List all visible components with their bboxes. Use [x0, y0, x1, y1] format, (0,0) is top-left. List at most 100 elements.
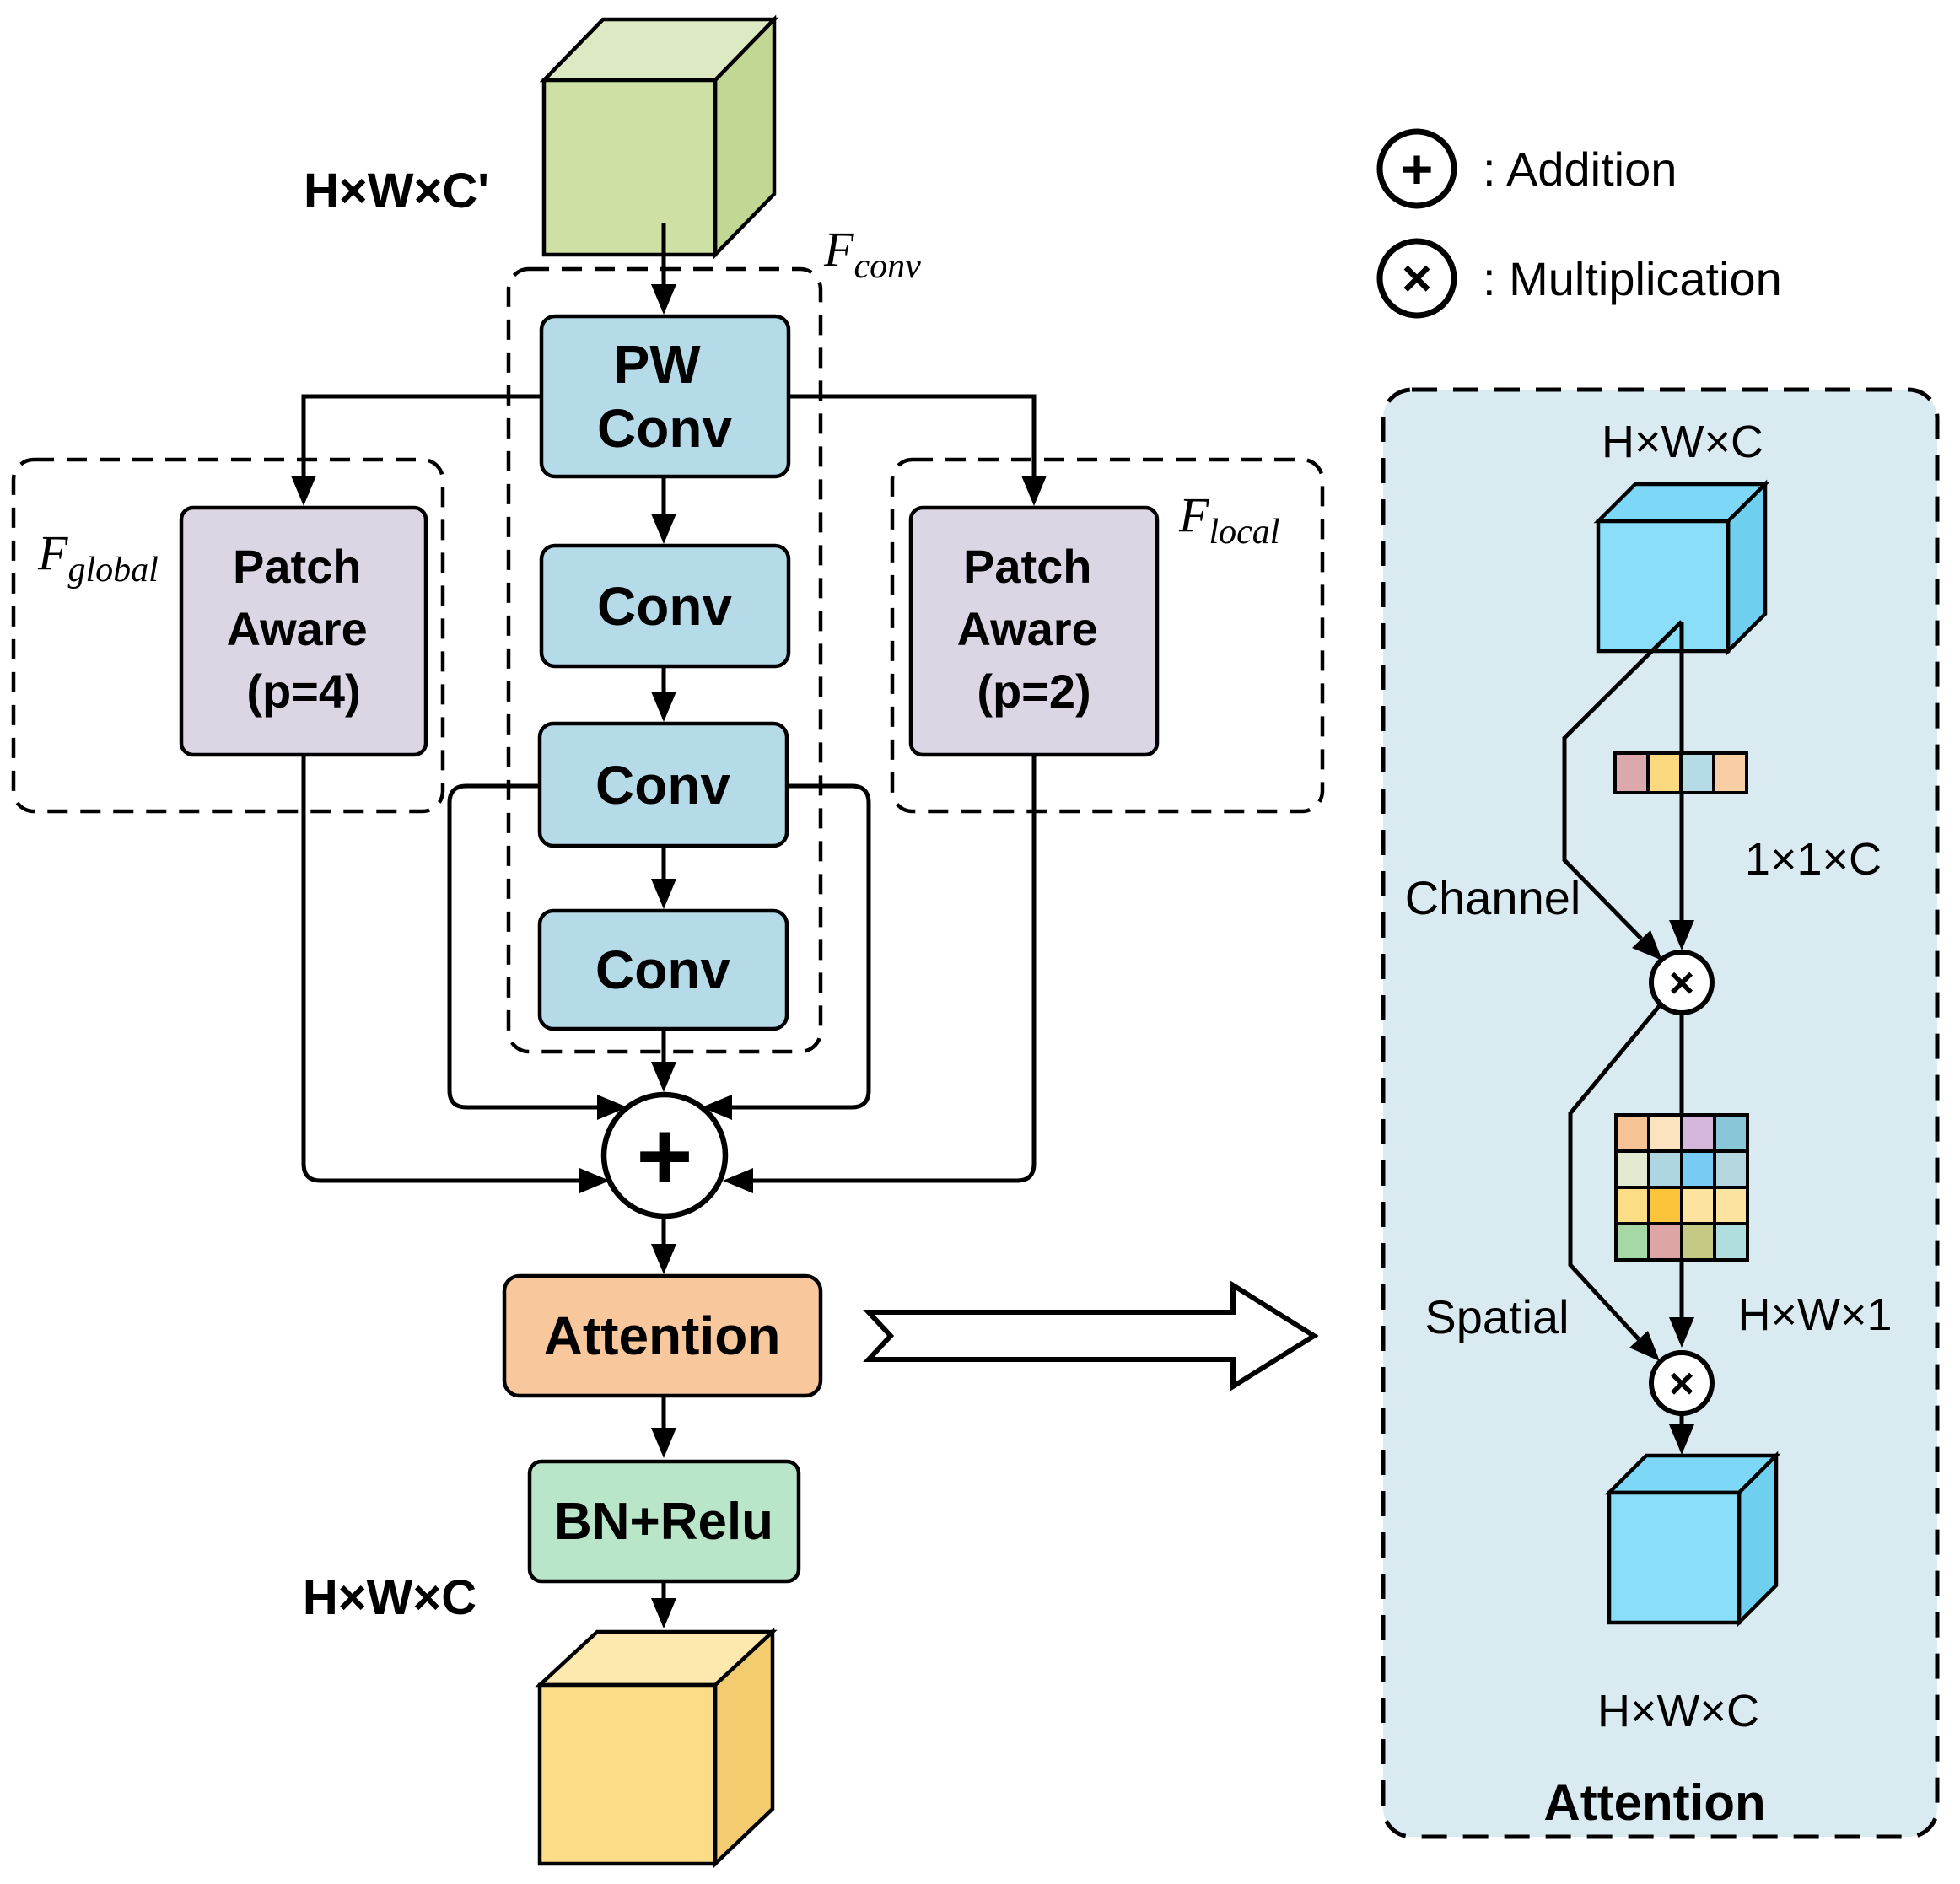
- panel-map-dims-label: H×W×1: [1737, 1289, 1892, 1340]
- grid-cell: [1647, 1149, 1683, 1189]
- fconv-label: Fconv: [823, 222, 921, 286]
- arrowhead-icon: [1669, 1317, 1694, 1348]
- grid-cell: [1713, 1222, 1749, 1262]
- conv3-label: Conv: [595, 939, 730, 1000]
- arrowhead-icon: [651, 284, 676, 315]
- arrowhead-icon: [651, 879, 676, 909]
- arrowhead-icon: [1632, 930, 1662, 961]
- arrowhead-icon: [723, 1168, 753, 1193]
- strip-cell: [1679, 751, 1715, 794]
- arrowhead-icon: [291, 476, 316, 506]
- conv3-block: [537, 908, 789, 1031]
- branch-to-patch-local: [789, 394, 1037, 477]
- grid-cell: [1680, 1186, 1716, 1225]
- legend-multiplication-label: : Multiplication: [1483, 252, 1782, 305]
- legend-plus-glyph: +: [1401, 137, 1434, 200]
- times-icon: ×: [1669, 959, 1694, 1008]
- bn-relu-label: BN+Relu: [554, 1493, 773, 1551]
- spatial-map-grid: [1614, 1113, 1749, 1262]
- patch-aware-local-block: [908, 505, 1160, 757]
- arrowhead-icon: [1669, 1424, 1694, 1455]
- flocal-dashed-box: [890, 457, 1325, 814]
- attention-block: [502, 1273, 823, 1398]
- zoom-ribbon-arrow-icon: [863, 1280, 1319, 1391]
- attention-block-label: Attention: [544, 1305, 781, 1366]
- panel-spatial-label: Spatial: [1424, 1290, 1569, 1343]
- arrowhead-icon: [1629, 1331, 1660, 1361]
- spatial-multiply-node: [1649, 1350, 1715, 1416]
- bn-relu-block: [527, 1459, 801, 1584]
- panel-input-cube: [1593, 479, 1770, 656]
- arrowhead-icon: [1669, 920, 1694, 950]
- fglobal-dashed-box: [11, 457, 445, 814]
- branch-to-patch-global: [301, 394, 541, 477]
- input-cube: [539, 14, 779, 260]
- pwconv-branches: [291, 394, 1047, 506]
- patch-output-paths: [301, 755, 1037, 1193]
- input-cube-front-face: [541, 78, 718, 257]
- patch-aware-global-block: [179, 505, 428, 757]
- flow-arrows: [651, 223, 676, 1628]
- grid-cell: [1713, 1149, 1749, 1189]
- times-icon: ×: [1669, 1359, 1694, 1408]
- grid-cell: [1680, 1149, 1716, 1189]
- output-cube-front-face: [537, 1682, 718, 1866]
- legend-times-glyph: ×: [1402, 250, 1432, 308]
- output-cube: [535, 1627, 778, 1869]
- panel-output-cube-front-face: [1607, 1490, 1742, 1625]
- conv2-label: Conv: [595, 755, 730, 816]
- panel-input-cube-front-face: [1596, 519, 1731, 654]
- grid-cell: [1713, 1113, 1749, 1153]
- skip-right-path: [732, 783, 871, 1110]
- channel-bypass-path: [1562, 620, 1683, 940]
- arrowhead-icon: [651, 514, 676, 544]
- conv2-block: [537, 721, 789, 848]
- channel-multiply-node: [1649, 950, 1715, 1015]
- legend-addition-label: : Addition: [1483, 143, 1677, 196]
- panel-channel-label: Channel: [1405, 871, 1581, 924]
- flocal-label: Flocal: [1178, 487, 1279, 552]
- strip-cell: [1646, 751, 1683, 794]
- arrowhead-icon: [579, 1168, 610, 1193]
- patch-local-output-path: [753, 755, 1037, 1183]
- pwconv-block: [539, 314, 791, 479]
- panel-top-dims-label: H×W×C: [1602, 417, 1763, 467]
- grid-cell: [1647, 1186, 1683, 1225]
- output-dims-label: H×W×C: [303, 1570, 477, 1625]
- input-dims-label: H×W×C': [304, 164, 489, 218]
- conv1-label: Conv: [597, 576, 732, 637]
- spatial-bypass-path: [1568, 1003, 1662, 1341]
- grid-cell: [1647, 1113, 1683, 1153]
- legend-plus-icon: [1376, 128, 1457, 209]
- channel-vector-strip: [1613, 751, 1748, 794]
- grid-cell: [1647, 1222, 1683, 1262]
- legend-times-icon: [1376, 238, 1457, 319]
- grid-cell: [1680, 1222, 1716, 1262]
- grid-cell: [1614, 1186, 1650, 1225]
- residual-skip-paths: [447, 783, 871, 1120]
- pwconv-label: PW Conv: [597, 334, 732, 459]
- arrowhead-icon: [651, 692, 676, 722]
- panel-bottom-dims-label: H×W×C: [1597, 1686, 1759, 1736]
- arrowhead-icon: [651, 1598, 676, 1628]
- grid-cell: [1614, 1113, 1650, 1153]
- patch-aware-local-label: Patch Aware (p=2): [957, 540, 1112, 718]
- patch-aware-global-label: Patch Aware (p=4): [227, 540, 381, 718]
- arrowhead-icon: [651, 1244, 676, 1274]
- skip-left-path: [447, 783, 597, 1110]
- plus-icon: +: [636, 1102, 692, 1210]
- addition-node: [600, 1091, 729, 1219]
- panel-title: Attention: [1543, 1774, 1765, 1831]
- patch-global-output-path: [301, 755, 579, 1183]
- arrowhead-icon: [702, 1095, 732, 1120]
- grid-cell: [1614, 1149, 1650, 1189]
- conv1-block: [539, 543, 791, 669]
- strip-cell: [1613, 751, 1650, 794]
- panel-vector-dims-label: 1×1×C: [1745, 834, 1882, 885]
- arrowhead-icon: [651, 1428, 676, 1458]
- grid-cell: [1713, 1186, 1749, 1225]
- arrowhead-icon: [597, 1095, 627, 1120]
- arrowhead-icon: [651, 1062, 676, 1092]
